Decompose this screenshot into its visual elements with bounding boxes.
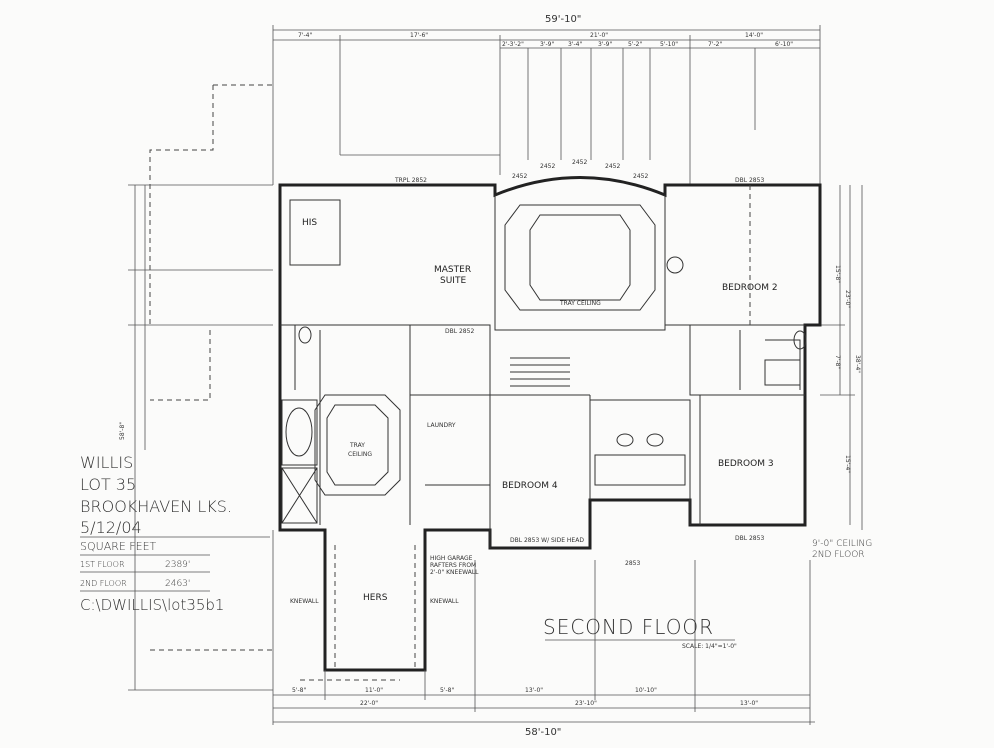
room-label-hers: HERS xyxy=(363,593,388,603)
tray-ceiling-master xyxy=(504,204,656,311)
shower xyxy=(281,467,318,524)
ceiling-note: 9'-0" CEILING xyxy=(812,539,872,549)
top-overall-dimension: 59'-10" xyxy=(545,14,581,25)
dimension-label: 5'-8" xyxy=(440,687,454,694)
file-path: C:\DWILLIS\lot35b1 xyxy=(80,596,224,614)
dimension-label: 10'-10" xyxy=(635,687,657,694)
bottom-dimensions: 5'-8" 11'-0" 5'-8" 13'-0" 10'-10" 22'-0"… xyxy=(272,530,815,738)
tray-ceiling-label: TRAY xyxy=(349,442,365,449)
bottom-overall-dimension: 58'-10" xyxy=(525,727,561,738)
second-floor-value: 2463' xyxy=(165,579,190,589)
garage-note: 2'-0" KNEEWALL xyxy=(430,569,479,576)
title-block: WILLIS LOT 35 BROOKHAVEN LKS. 5/12/04 SQ… xyxy=(80,453,270,614)
room-labels: HIS MASTER SUITE TRAY CEILING BEDROOM 2 … xyxy=(290,218,778,605)
subdivision: BROOKHAVEN LKS. xyxy=(80,497,232,516)
kneewall-label: KNEWALL xyxy=(430,598,459,605)
window-label: DBL 2853 xyxy=(735,535,764,542)
client-name: WILLIS xyxy=(80,453,133,472)
first-floor-value: 2389' xyxy=(165,560,190,570)
window-label: TRPL 2852 xyxy=(394,177,427,184)
bathroom-fixtures xyxy=(298,256,807,486)
first-floor-outline xyxy=(149,84,273,651)
window-label: DBL 2852 xyxy=(445,328,474,335)
left-dimensions: 58'-8" xyxy=(119,184,273,691)
window-label: 2452 xyxy=(512,173,527,180)
dimension-label: 38'-4" xyxy=(854,355,861,373)
garage-note: HIGH GARAGE xyxy=(430,555,473,562)
window-label: 2853 xyxy=(625,560,640,567)
left-overall-dimension: 58'-8" xyxy=(119,422,126,440)
room-label-master-suite: SUITE xyxy=(440,276,466,286)
stairs xyxy=(510,357,570,387)
second-floor-label: 2ND FLOOR xyxy=(80,579,127,588)
room-label-bedroom-3: BEDROOM 3 xyxy=(718,459,774,469)
dimension-label: 14'-0" xyxy=(745,32,763,39)
square-feet-label: SQUARE FEET xyxy=(80,540,157,553)
kneewall-dashes xyxy=(300,185,751,681)
right-dimensions: 15'-8" 23'-0" 7'-8" 38'-4" 15'-4" xyxy=(820,185,863,530)
window-label: 2452 xyxy=(572,159,587,166)
dimension-label: 23'-10" xyxy=(575,700,597,707)
window-label: 2452 xyxy=(605,163,620,170)
dimension-label: 7'-8" xyxy=(834,355,841,369)
dimension-label: 3'-9" xyxy=(598,41,612,48)
ceiling-note: 2ND FLOOR xyxy=(812,550,865,560)
tray-ceiling-label: CEILING xyxy=(348,451,372,458)
dimension-label: 3'-9" xyxy=(540,41,554,48)
dimension-label: 2'-3'-2" xyxy=(502,41,524,48)
dimension-label: 5'-10" xyxy=(660,41,678,48)
dimension-label: 13'-0" xyxy=(740,700,758,707)
dimension-label: 17'-6" xyxy=(410,32,428,39)
lot-number: LOT 35 xyxy=(80,475,136,494)
dimension-label: 21'-0" xyxy=(590,32,608,39)
first-floor-label: 1ST FLOOR xyxy=(80,560,125,569)
window-label: 2452 xyxy=(633,173,648,180)
garage-note: RAFTERS FROM xyxy=(430,562,476,569)
tray-ceiling-bath xyxy=(314,394,401,496)
dimension-label: 5'-2" xyxy=(628,41,642,48)
kneewall-label: KNEWALL xyxy=(290,598,319,605)
window-label: 2452 xyxy=(540,163,555,170)
plan-title: SECOND FLOOR xyxy=(543,615,714,639)
room-label-master: MASTER xyxy=(434,265,471,275)
room-label-bedroom-4: BEDROOM 4 xyxy=(502,481,558,491)
room-label-bedroom-2: BEDROOM 2 xyxy=(722,283,778,293)
dimension-label: 15'-4" xyxy=(844,455,851,473)
dimension-label: 11'-0" xyxy=(365,687,383,694)
window-label: DBL 2853 W/ SIDE HEAD xyxy=(510,537,584,544)
dimension-label: 3'-4" xyxy=(568,41,582,48)
exterior-walls xyxy=(278,176,822,672)
dimension-label: 22'-0" xyxy=(360,700,378,707)
tub xyxy=(281,399,318,466)
drawing-date: 5/12/04 xyxy=(80,518,142,537)
dimension-label: 5'-8" xyxy=(292,687,306,694)
tray-ceiling-label: TRAY CEILING xyxy=(559,300,601,307)
interior-walls xyxy=(280,195,805,548)
scale-note: SCALE: 1/4"=1'-0" xyxy=(682,643,737,650)
window-label: DBL 2853 xyxy=(735,177,764,184)
room-label-his: HIS xyxy=(302,218,317,228)
dimension-label: 13'-0" xyxy=(525,687,543,694)
dimension-label: 7'-2" xyxy=(708,41,722,48)
dimension-label: 15'-8" xyxy=(834,265,841,283)
dimension-label: 23'-0" xyxy=(844,290,851,308)
top-dimensions: 59'-10" 7'-4" 17'-6" 21'-0" 14'-0" 2'-3'… xyxy=(272,14,821,185)
window-labels: TRPL 2852 2452 2452 2452 2452 2452 DBL 2… xyxy=(394,159,764,567)
room-label-laundry: LAUNDRY xyxy=(427,422,456,429)
dimension-label: 6'-10" xyxy=(775,41,793,48)
dimension-label: 7'-4" xyxy=(298,32,312,39)
